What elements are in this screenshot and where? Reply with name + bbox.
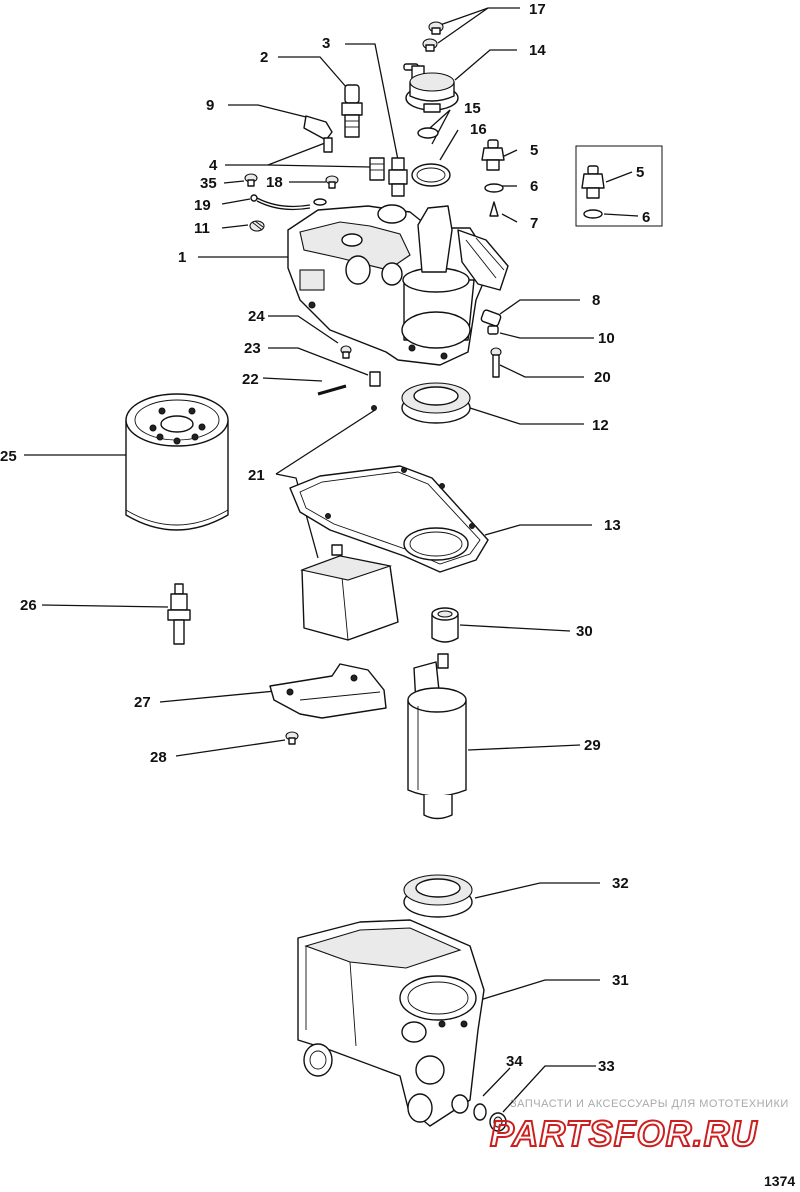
callout-35: 35 <box>200 175 217 192</box>
part-25-fuel-filter <box>125 393 229 531</box>
callout-5: 5 <box>530 142 538 159</box>
callout-26: 26 <box>20 597 37 614</box>
part-13-gasket <box>289 465 489 573</box>
callout-labels: 17 14 2 3 9 15 16 5 6 7 4 35 18 19 11 1 … <box>0 1 650 1075</box>
part-28-screw <box>285 731 299 745</box>
callout-10: 10 <box>598 330 615 347</box>
part-22-pin <box>317 384 347 396</box>
callout-8: 8 <box>592 292 600 309</box>
part-18-screw <box>325 175 339 189</box>
part-2-fitting <box>341 84 363 138</box>
callout-16: 16 <box>470 121 487 138</box>
part-6-washer <box>484 183 504 193</box>
part-19-strap <box>250 194 327 211</box>
callout-1: 1 <box>178 249 186 266</box>
callout-29: 29 <box>584 737 601 754</box>
callout-7: 7 <box>530 215 538 232</box>
part-7-cone <box>489 201 499 217</box>
part-27-bracket <box>269 663 387 719</box>
callout-23: 23 <box>244 340 261 357</box>
part-29-fuel-pump <box>407 653 467 820</box>
part-16-o-ring <box>411 163 451 187</box>
part-8-fitting <box>480 309 502 327</box>
part-21-nub <box>371 405 377 411</box>
part-32-seal <box>403 874 473 918</box>
callout-31: 31 <box>612 972 629 989</box>
callout-21: 21 <box>248 467 265 484</box>
part-4-valve <box>369 157 385 181</box>
callout-24: 24 <box>248 308 265 325</box>
part-30-sleeve <box>431 607 459 643</box>
inset-callout-5: 5 <box>636 164 644 181</box>
callout-32: 32 <box>612 875 629 892</box>
part-35-screw <box>244 173 258 187</box>
callout-27: 27 <box>134 694 151 711</box>
part-24-screw <box>340 345 352 359</box>
callout-9: 9 <box>206 97 214 114</box>
watermark-tagline: ЗАПЧАСТИ И АКСЕССУАРЫ ДЛЯ МОТОТЕХНИКИ <box>510 1098 789 1110</box>
callout-30: 30 <box>576 623 593 640</box>
inset-box <box>575 145 663 227</box>
callout-19: 19 <box>194 197 211 214</box>
callout-17: 17 <box>529 1 546 18</box>
part-20-screw <box>490 347 502 378</box>
part-14-pressure-regulator <box>403 63 459 113</box>
part-3-fitting <box>388 157 408 197</box>
callout-20: 20 <box>594 369 611 386</box>
figure-number: 1374 <box>764 1173 795 1189</box>
callout-33: 33 <box>598 1058 615 1075</box>
part-10-fitting <box>487 325 499 335</box>
part-5-fitting <box>481 139 505 171</box>
callout-18: 18 <box>266 174 283 191</box>
part-34-o-ring <box>473 1103 487 1121</box>
callout-2: 2 <box>260 49 268 66</box>
part-26-sensor <box>167 583 191 645</box>
part-23-clip <box>369 371 381 387</box>
part-9-elbow <box>303 115 333 153</box>
part-11-screen <box>249 220 265 232</box>
callout-3: 3 <box>322 35 330 52</box>
callout-28: 28 <box>150 749 167 766</box>
callout-4: 4 <box>209 157 218 174</box>
parts <box>125 21 663 1132</box>
part-33-plug <box>489 1112 507 1132</box>
part-12-seal <box>401 382 471 424</box>
part-31-lower-housing <box>297 919 485 1127</box>
part-1-module-cover <box>287 204 509 366</box>
callout-13: 13 <box>604 517 621 534</box>
watermark: ЗАПЧАСТИ И АКСЕССУАРЫ ДЛЯ МОТОТЕХНИКИ PA… <box>489 1098 789 1155</box>
callout-25: 25 <box>0 448 17 465</box>
part-15-o-ring <box>417 127 439 139</box>
callout-12: 12 <box>592 417 609 434</box>
callout-15: 15 <box>464 100 481 117</box>
leader-lines <box>24 7 600 1113</box>
callout-34: 34 <box>506 1053 523 1070</box>
callout-14: 14 <box>529 42 546 59</box>
inset-callout-6: 6 <box>642 209 650 226</box>
part-21-foam-block <box>300 544 399 641</box>
callout-6: 6 <box>530 178 538 195</box>
watermark-logo-text: PARTSFOR.RU <box>490 1113 758 1154</box>
callout-11: 11 <box>194 220 210 237</box>
callout-22: 22 <box>242 371 259 388</box>
part-17-screws <box>422 21 444 52</box>
